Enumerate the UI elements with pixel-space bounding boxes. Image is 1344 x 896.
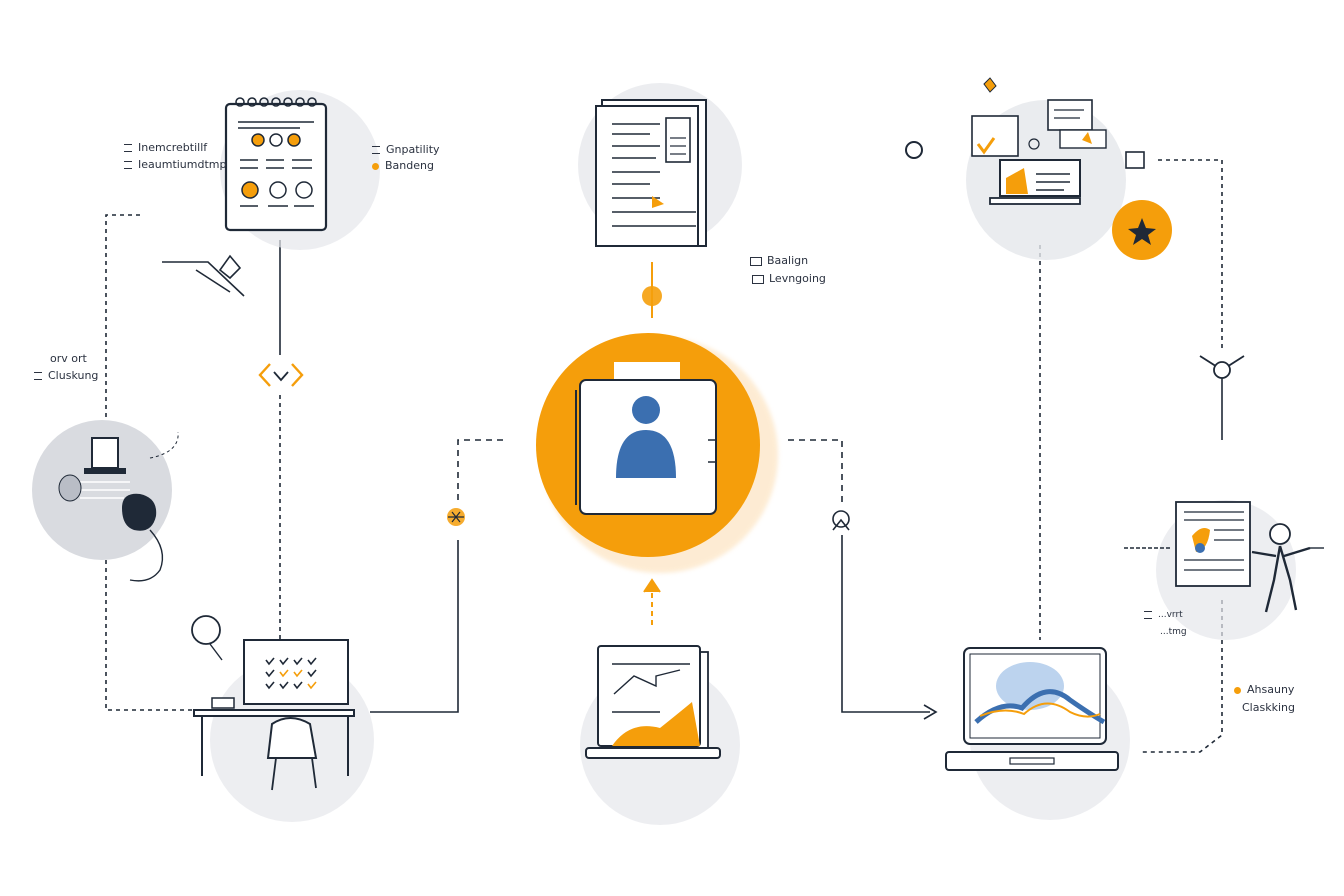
desk-checkmarks: [265, 657, 317, 690]
terminal-base: [84, 468, 126, 474]
box-icon: [752, 274, 764, 284]
list-icon: [124, 161, 132, 169]
laptop-wave-orange: [979, 702, 1101, 718]
terminal-bubble-light: [58, 474, 82, 502]
connector-left-outer: [105, 214, 140, 420]
laptop-chart-line: [613, 669, 681, 695]
label-notebook-right-2: Bandeng: [372, 158, 434, 173]
desk-chair: [266, 717, 318, 759]
laptop-chart-area: [612, 702, 700, 746]
terminal-lines: [80, 481, 130, 499]
connector-center-left-dash: [457, 439, 508, 500]
devices-icon: [966, 99, 1126, 260]
terminal-bubble-dark: [122, 493, 157, 531]
label-bottom-right-1: Ahsauny: [1234, 682, 1294, 697]
ring-icon: [905, 141, 923, 159]
list-icon: [124, 144, 132, 152]
connector-right-arrowhead: [923, 704, 938, 720]
connector-right-solid: [841, 535, 930, 713]
notebook-rings: [235, 97, 317, 107]
laptop-wave-blue: [974, 689, 1106, 725]
list-icon: [1144, 610, 1152, 619]
label-doc-2: Levngoing: [752, 271, 826, 286]
hub-person-folder: [536, 333, 778, 573]
list-icon: [34, 372, 42, 380]
devices-card-left: [971, 115, 1019, 157]
connector-bottomright: [1140, 600, 1223, 753]
pen-icon: [162, 254, 245, 297]
network-node-icon: [1199, 355, 1245, 379]
presenter-board: [1175, 501, 1251, 587]
star-badge-icon: [1112, 200, 1172, 260]
terminal-icon: [32, 420, 179, 582]
presenter-body: [1251, 545, 1311, 613]
presenter-head: [1269, 523, 1291, 545]
label-right-mid-2: ...tmg: [1160, 627, 1187, 637]
desk-monitor: [243, 639, 349, 705]
person-head: [632, 396, 660, 424]
label-bottom-right-2: Claskking: [1242, 701, 1295, 714]
desk-top: [193, 709, 355, 717]
label-left-mid-2: Cluskung: [34, 368, 98, 383]
desk-workstation-icon: [191, 615, 374, 822]
laptop-wave-blob: [996, 662, 1064, 710]
code-brackets-icon: [258, 363, 304, 387]
connector-center-right-dash: [788, 439, 843, 505]
document-sidebar: [665, 117, 691, 163]
spark-icon: [983, 77, 997, 93]
document-sidebar-lines: [670, 137, 686, 155]
laptop-wave-icon: [945, 647, 1130, 820]
label-doc-1: Baalign: [750, 253, 808, 268]
notebook-content: [238, 121, 314, 207]
connectors: [105, 159, 1223, 753]
label-top-left-1: Inemcrebtillf: [124, 140, 207, 155]
desk-balloon: [191, 615, 221, 645]
terminal-cable: [129, 529, 164, 582]
devices-card-right: [1047, 99, 1093, 131]
presenter-icon: [1124, 500, 1324, 640]
document-marker: [652, 196, 664, 208]
terminal-arc: [149, 431, 179, 459]
laptop-chart-base: [585, 747, 721, 759]
connector-dot-orange: [642, 286, 662, 306]
person-body: [616, 430, 676, 478]
hub-right-badge-icon: [832, 510, 850, 531]
document-icon: [578, 83, 742, 247]
notebook-body: [224, 102, 328, 232]
save-icon: [1125, 151, 1145, 169]
connector-left-down: [105, 560, 195, 711]
dot-icon: [1234, 686, 1241, 694]
dot-icon: [372, 162, 379, 170]
label-right-mid-1: ...vrrt: [1144, 608, 1183, 623]
connector-desk-center: [370, 540, 459, 713]
arrowhead-up: [643, 578, 661, 593]
label-notebook-right-1: Gnpatility: [372, 142, 440, 157]
laptop-chart-icon: [580, 645, 740, 825]
label-left-mid-1: orv ort: [50, 352, 87, 365]
box-icon: [750, 256, 762, 266]
document-lines: [612, 123, 696, 227]
notebook-icon: [220, 90, 380, 250]
devices-laptop-chart: [1006, 168, 1028, 194]
folder-tab: [614, 362, 680, 382]
hub-left-badge-icon: [447, 508, 465, 526]
folder-side-line: [708, 439, 717, 463]
label-top-left-2: Ieaumtiumdtmp: [124, 157, 227, 172]
list-icon: [372, 146, 380, 154]
terminal-screen: [91, 437, 119, 469]
connector-topright: [1158, 159, 1223, 350]
desk-keyboard: [211, 697, 235, 709]
devices-laptop-base: [989, 197, 1081, 205]
